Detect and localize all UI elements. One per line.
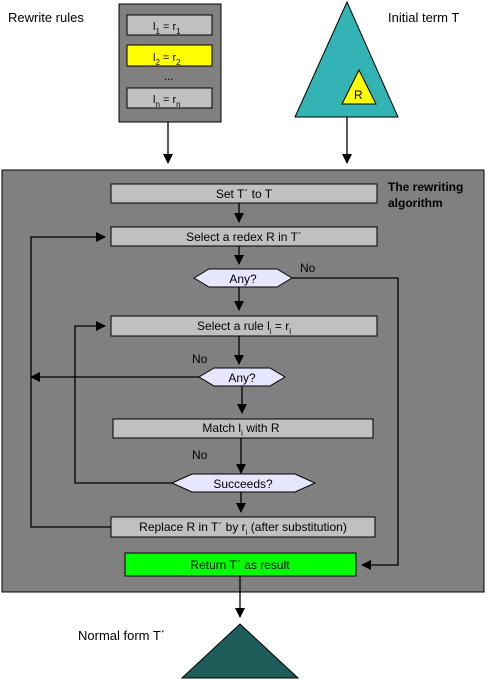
- succeeds-label: Succeeds?: [213, 477, 273, 491]
- normal-form-triangle: [180, 623, 300, 679]
- redex-label: R: [354, 88, 363, 102]
- redex-triangle: [341, 68, 377, 105]
- replace-label: Replace R in T´ by ri (after substitutio…: [139, 520, 347, 537]
- any-label-2: Any?: [228, 371, 256, 385]
- match-box: [112, 418, 374, 439]
- loop-path-to-select-redex: [30, 232, 111, 528]
- algorithm-title-line1: The rewriting: [388, 180, 463, 194]
- match-label: Match li with R: [202, 421, 279, 438]
- no-label-3: No: [192, 448, 208, 462]
- any-label-1: Any?: [229, 272, 257, 286]
- rules-ellipsis: ...: [164, 71, 173, 83]
- succeeds-diamond: [170, 473, 317, 493]
- select-rule-box: [110, 315, 378, 337]
- rewrite-rules-label: Rewrite rules: [8, 10, 84, 25]
- svg-text:l2 = r2: l2 = r2: [153, 52, 181, 67]
- select-rule-label: Select a rule li = ri: [197, 319, 291, 336]
- return-label: Return T´ as result: [190, 558, 290, 572]
- svg-text:ln = rn: ln = rn: [153, 94, 181, 109]
- rule-n: ln = rn: [126, 87, 213, 109]
- no-label-2: No: [192, 352, 208, 366]
- set-t-label: Set T´ to T: [216, 187, 273, 201]
- select-redex-box: [110, 226, 378, 247]
- retry-path-to-select-rule: [74, 321, 172, 484]
- initial-term-label: Initial term T: [388, 10, 459, 25]
- rule-1: l1 = r1: [126, 14, 213, 36]
- initial-term-triangle: R: [294, 0, 399, 118]
- rule-2: l2 = r2: [126, 44, 213, 67]
- set-t-box: [110, 183, 378, 204]
- no-path-to-return: [292, 277, 399, 570]
- algorithm-title-line2: algorithm: [388, 196, 443, 210]
- select-redex-label: Select a redex R in T´: [186, 230, 302, 244]
- rules-panel: l1 = r1 l2 = r2 ... ln = rn: [118, 3, 222, 123]
- normal-form-label: Normal form T´: [78, 628, 165, 643]
- svg-text:l1 = r1: l1 = r1: [153, 21, 181, 36]
- any-diamond-2: [198, 367, 286, 387]
- no-label-1: No: [300, 261, 316, 275]
